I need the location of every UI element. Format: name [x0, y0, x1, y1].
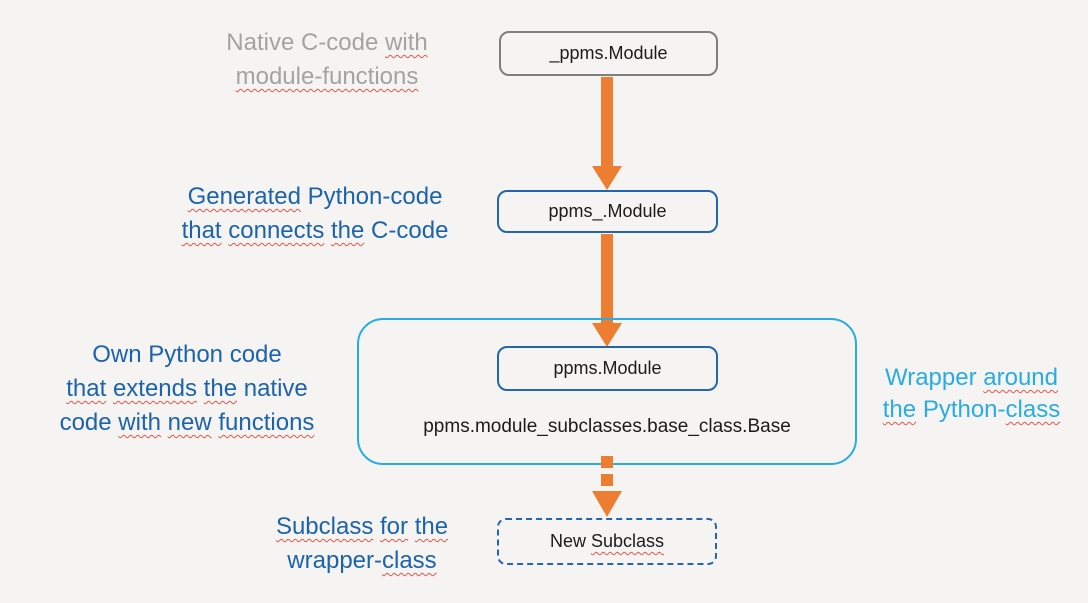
- annotation-line: Generated Python-code: [145, 180, 485, 214]
- word: code: [229, 341, 282, 368]
- misspelled-word: new: [167, 409, 212, 436]
- annotation-line: Subclass for the: [227, 510, 497, 544]
- word: Wrapper: [885, 364, 977, 391]
- word: Python: [148, 341, 224, 368]
- node-label: ppms.Module: [553, 358, 662, 378]
- arrow-generated-to-wrapped-icon: [592, 234, 622, 347]
- word: Python-: [922, 396, 1006, 423]
- label-own-python-code: Own Python code that extends the native …: [20, 338, 354, 440]
- arrow-native-to-generated-icon: [592, 77, 622, 190]
- misspelled-word: that: [181, 217, 222, 244]
- misspelled-word: Subclass: [275, 513, 374, 540]
- node-generated-module: ppms_.Module: [497, 190, 718, 233]
- annotation-line: the Python-class: [869, 394, 1074, 426]
- misspelled-word: class: [1005, 396, 1061, 423]
- misspelled-word: with: [118, 409, 161, 436]
- label-wrapper-around: Wrapper around the Python-class: [869, 362, 1074, 426]
- node-label: _ppms.Module: [549, 43, 668, 63]
- word: Native: [226, 29, 295, 56]
- node-label: New Subclass: [550, 531, 664, 552]
- misspelled-word: extends: [112, 375, 197, 402]
- misspelled-word: module-functions: [235, 63, 419, 90]
- base-class-path-text: ppms.module_subclasses.base_class.Base: [423, 416, 791, 437]
- node-native-module: _ppms.Module: [499, 31, 718, 76]
- misspelled-word: the: [203, 375, 238, 402]
- arrow-wrapped-to-subclass-icon: [592, 456, 622, 517]
- label-native-c-code: Native C-code with module-functions: [162, 26, 492, 94]
- word: C-code: [371, 217, 449, 244]
- annotation-line: Own Python code: [20, 338, 354, 372]
- misspelled-word: the: [882, 396, 917, 423]
- annotation-line: Wrapper around: [869, 362, 1074, 394]
- misspelled-word: with: [385, 29, 428, 56]
- word: New: [549, 531, 586, 551]
- misspelled-word: connects: [228, 217, 325, 244]
- annotation-line: Native C-code with: [162, 26, 492, 60]
- annotation-line: code with new functions: [20, 406, 354, 440]
- annotation-line: module-functions: [162, 60, 492, 94]
- annotation-line: that connects the C-code: [145, 214, 485, 248]
- misspelled-word: the: [414, 513, 449, 540]
- misspelled-word: that: [66, 375, 107, 402]
- label-subclass-for-wrapper: Subclass for the wrapper-class: [227, 510, 497, 578]
- word: native: [243, 375, 308, 402]
- word: wrapper-: [287, 547, 382, 574]
- node-label: ppms_.Module: [548, 201, 667, 221]
- label-generated-python-code: Generated Python-code that connects the …: [145, 180, 485, 248]
- annotation-line: that extends the native: [20, 372, 354, 406]
- word: C-code: [300, 29, 379, 56]
- misspelled-word: the: [331, 217, 365, 244]
- word: Own: [92, 341, 142, 368]
- node-new-subclass: New Subclass: [497, 518, 717, 565]
- misspelled-word: class: [382, 547, 437, 574]
- word: Python-code: [307, 183, 443, 210]
- misspelled-word: Generated: [187, 183, 301, 210]
- misspelled-word: functions: [218, 409, 315, 436]
- misspelled-word: for: [380, 513, 409, 540]
- misspelled-word: around: [983, 364, 1058, 391]
- node-wrapped-module: ppms.Module: [497, 346, 718, 391]
- annotation-line: wrapper-class: [227, 544, 497, 578]
- wrapper-container-box: [357, 318, 857, 465]
- word: code: [59, 409, 112, 436]
- misspelled-word: Subclass: [590, 531, 665, 551]
